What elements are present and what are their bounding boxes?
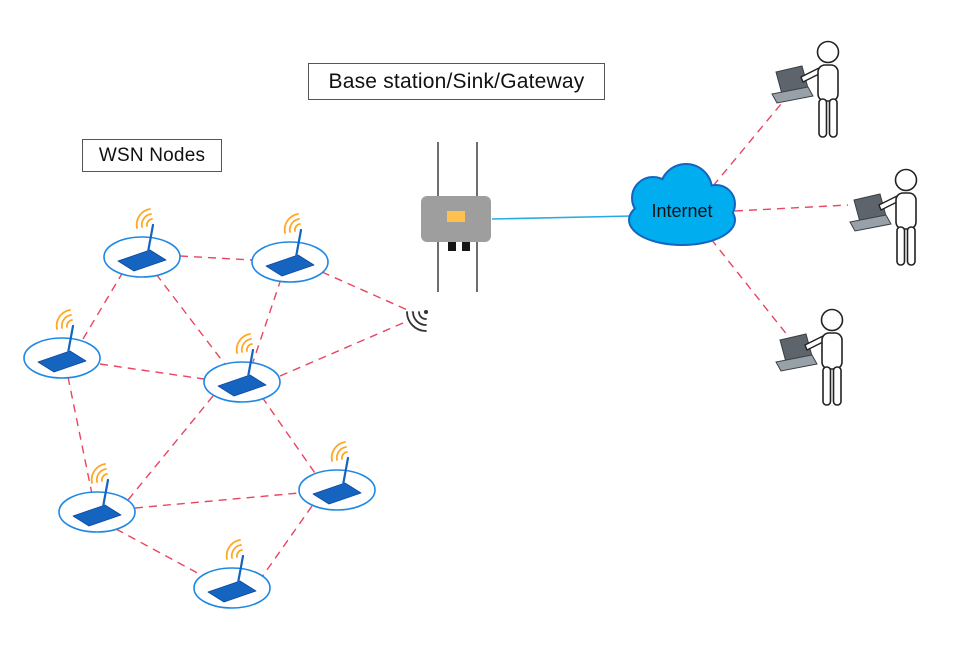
gateway-foot xyxy=(462,242,470,251)
mesh-link xyxy=(67,376,93,495)
wsn-nodes-label: WSN Nodes xyxy=(82,139,222,172)
wsn-node-5 xyxy=(57,462,137,534)
mesh-links xyxy=(67,255,413,578)
gateway-base-station xyxy=(406,142,491,332)
mesh-link xyxy=(115,528,204,577)
mesh-link xyxy=(279,319,411,377)
base-station-label: Base station/Sink/Gateway xyxy=(308,63,605,100)
gateway-internet-link xyxy=(491,215,633,220)
user-links xyxy=(710,97,849,337)
user-2 xyxy=(849,168,918,266)
mesh-link xyxy=(79,271,124,345)
mesh-link xyxy=(134,492,300,509)
mesh-link xyxy=(127,395,214,501)
wsn-node-1 xyxy=(102,207,182,279)
internet-user-link xyxy=(710,238,789,337)
mesh-link xyxy=(155,273,228,368)
internet-user-link xyxy=(712,97,787,187)
mesh-link xyxy=(261,396,318,477)
internet-user-link xyxy=(734,204,849,212)
wsn-node-4 xyxy=(202,332,282,404)
gateway-port-yellow xyxy=(447,211,465,222)
mesh-link xyxy=(179,255,253,261)
wsn-node-3 xyxy=(22,308,102,380)
mesh-link xyxy=(99,363,205,380)
wsn-node-7 xyxy=(192,538,272,610)
user-3 xyxy=(775,308,844,406)
user-1 xyxy=(771,40,840,138)
wsn-node-6 xyxy=(297,440,377,512)
internet-label: Internet xyxy=(651,201,712,221)
gateway-foot xyxy=(448,242,456,251)
mesh-link xyxy=(321,271,413,313)
gateway-wifi-icon xyxy=(406,310,428,332)
wsn-node-2 xyxy=(250,212,330,284)
internet-cloud: Internet xyxy=(628,163,736,246)
mesh-link xyxy=(251,278,282,366)
mesh-link xyxy=(261,505,313,578)
